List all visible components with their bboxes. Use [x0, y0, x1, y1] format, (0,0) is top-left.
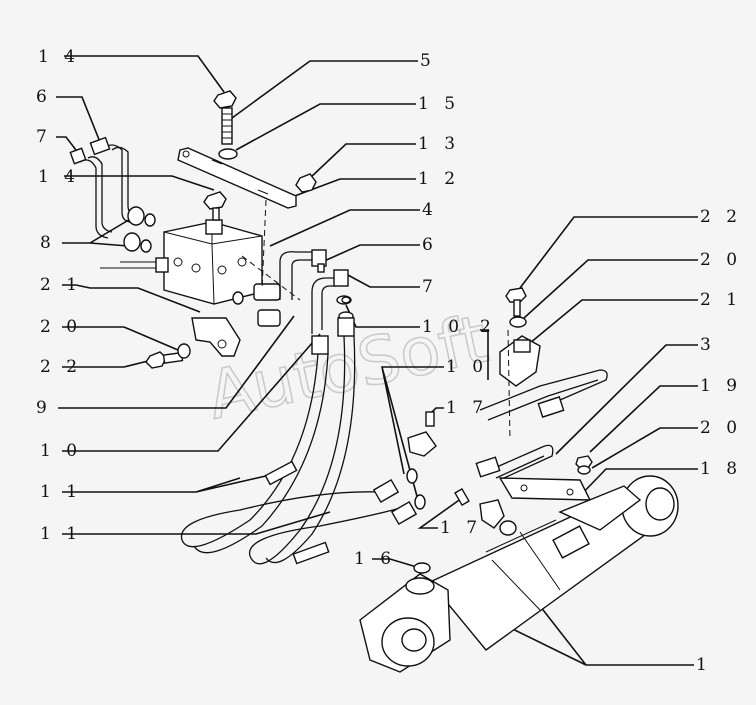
callout-20a: 2 0 — [700, 250, 742, 270]
callout-22a: 2 2 — [700, 207, 742, 227]
callout-22b: 2 2 — [40, 357, 82, 377]
callout-20c: 2 0 — [700, 418, 742, 438]
callout-18: 1 8 — [700, 459, 742, 479]
callout-8: 8 — [40, 233, 56, 253]
callout-15: 1 5 — [418, 94, 460, 114]
leader-lines — [56, 55, 698, 666]
bolt-22-right — [505, 287, 527, 328]
seals-10 — [341, 296, 426, 510]
callout-labels: 1 4 5 6 1 5 7 1 3 1 4 1 2 4 8 6 2 2 2 1 … — [36, 47, 742, 675]
callout-20b: 2 0 — [40, 317, 82, 337]
callout-14a: 1 4 — [38, 47, 80, 67]
elbow-fittings-center — [279, 249, 355, 355]
callout-14b: 1 4 — [38, 167, 80, 187]
callout-11a: 1 1 — [40, 482, 82, 502]
hoses-11 — [180, 335, 418, 565]
callout-12: 1 2 — [418, 169, 460, 189]
connector-lines — [241, 199, 511, 441]
callout-1: 1 — [696, 655, 712, 675]
callout-9: 9 — [36, 398, 52, 418]
callout-17a: 1 7 — [446, 398, 488, 418]
pipe-fittings-left — [69, 136, 156, 253]
callout-10b: 1 0 — [446, 357, 488, 377]
callout-13: 1 3 — [418, 134, 460, 154]
bracket-21-right — [499, 335, 541, 387]
bracket-21-left — [191, 283, 281, 357]
callout-6b: 6 — [422, 235, 438, 255]
bracket-plate-18 — [498, 477, 592, 501]
bolt-22-left — [145, 343, 191, 369]
callout-17b: 1 7 — [440, 518, 482, 538]
bolt-19-washer-20 — [575, 455, 593, 475]
mounting-plate — [177, 147, 317, 209]
callout-4: 4 — [422, 200, 438, 220]
callout-6a: 6 — [36, 87, 52, 107]
hydraulic-cylinder — [359, 475, 679, 673]
callout-21b: 2 1 — [700, 290, 742, 310]
clamps-17 — [407, 411, 517, 536]
valve-block — [100, 191, 263, 305]
pipe-assembly-right — [475, 369, 608, 479]
callout-3: 3 — [700, 335, 716, 355]
callout-10c: 1 0 — [40, 441, 82, 461]
callout-2: 2 — [480, 317, 496, 337]
callout-19: 1 9 — [700, 376, 742, 396]
bolt-stack-top — [213, 90, 238, 160]
callout-10a: 1 0 — [422, 317, 464, 337]
callout-7a: 7 — [36, 127, 52, 147]
callout-21a: 2 1 — [40, 275, 82, 295]
callout-7b: 7 — [422, 277, 438, 297]
callout-11b: 1 1 — [40, 524, 82, 544]
callout-5: 5 — [420, 51, 436, 71]
